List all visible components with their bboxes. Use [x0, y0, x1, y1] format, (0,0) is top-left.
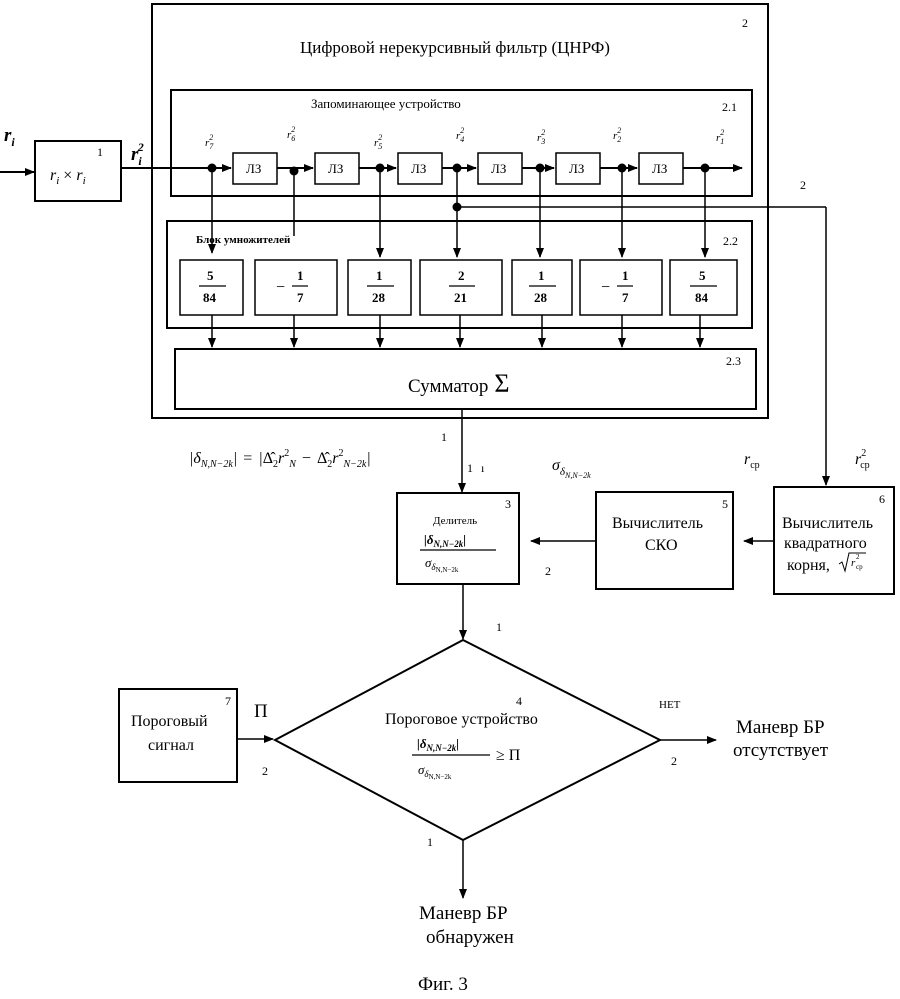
sigma-label: σδN,N−2k [552, 457, 591, 480]
multiplier-unit-number: 2.2 [723, 234, 738, 248]
rcp2-wire-number: 2 [800, 178, 806, 192]
svg-text:5: 5 [699, 268, 706, 283]
threshold-device-number: 4 [516, 694, 522, 708]
coef-box-6 [580, 260, 662, 315]
svg-text:7: 7 [297, 290, 304, 305]
divider-output-number: 1 [496, 620, 502, 634]
svg-text:1: 1 [376, 268, 383, 283]
svg-text:2: 2 [856, 553, 860, 561]
multiplier-output-wires [212, 315, 700, 347]
tap-labels: r72 r62 r52 r42 r32 r22 r12 [205, 125, 724, 151]
squarer-formula: ri×ri [50, 167, 86, 187]
squarer-block-number: 1 [97, 145, 103, 159]
tap-label-r5: r52 [374, 133, 382, 151]
rcp2-label: r2ср [855, 448, 870, 471]
sqrt-line2: квадратного [784, 535, 867, 552]
tap-label-r6: r62 [287, 125, 295, 143]
delay-line-4-label: ЛЗ [491, 161, 506, 176]
threshold-device-denominator: σδN,N−2k [418, 762, 452, 781]
svg-text:28: 28 [534, 290, 548, 305]
tap-junctions [208, 164, 710, 212]
svg-text:−: − [276, 279, 285, 296]
yes-branch-number: 1 [427, 835, 433, 849]
svg-text:84: 84 [203, 290, 217, 305]
divider-numerator: |δN,N−2k| [424, 532, 466, 549]
no-maneuver-line2: отсутствует [733, 740, 829, 761]
delta-formula: |δN,N−2k|=|Δ̂2r2N−Δ̂2r2N−2k| [189, 448, 371, 470]
sko-number: 5 [722, 497, 728, 511]
svg-text:1: 1 [538, 268, 545, 283]
delay-line-2-label: ЛЗ [328, 161, 343, 176]
tap-label-r2: r22 [613, 126, 621, 144]
svg-text:5: 5 [207, 268, 214, 283]
svg-text:ср: ср [856, 563, 863, 571]
multiplier-unit-title: Блок умножителей [196, 234, 291, 246]
threshold-signal-line1: Пороговый [131, 713, 208, 730]
sko-line1: Вычислитель [612, 515, 703, 532]
coefficient-boxes: 5 84 − 1 7 1 28 2 21 1 28 − 1 7 5 84 [180, 260, 737, 315]
delay-line-6-label: ЛЗ [652, 161, 667, 176]
tap-label-r4: r42 [456, 126, 464, 144]
tap-label-r1: r12 [716, 128, 724, 146]
no-branch-number: 2 [671, 754, 677, 768]
tap-label-r7: r72 [205, 133, 214, 151]
threshold-signal-line2: сигнал [148, 737, 194, 754]
delay-line-3-label: ЛЗ [411, 161, 426, 176]
threshold-device-numerator: |δN,N−2k| [417, 736, 459, 753]
input-ri-label: ri [4, 125, 15, 149]
maneuver-detected-line1: Маневр БР [419, 903, 508, 924]
digital-filter-number: 2 [742, 16, 748, 30]
svg-text:84: 84 [695, 290, 709, 305]
delay-line-5-label: ЛЗ [569, 161, 584, 176]
svg-text:1: 1 [622, 268, 629, 283]
threshold-device-diamond [275, 640, 660, 840]
divider-number: 3 [505, 497, 511, 511]
sqrt-symbol: r 2 ср [839, 553, 866, 571]
svg-text:−: − [601, 279, 610, 296]
svg-text:|δN,N−2k|=|Δ̂2r2N−Δ̂2r2N−2k|: |δN,N−2k|=|Δ̂2r2N−Δ̂2r2N−2k| [189, 448, 371, 470]
rcp-label: rср [744, 451, 760, 471]
threshold-signal-input-number: 2 [262, 764, 268, 778]
sqrt-line3: корня, [787, 557, 830, 574]
svg-text:28: 28 [372, 290, 386, 305]
svg-text:7: 7 [622, 290, 629, 305]
threshold-signal-pi: П [254, 701, 268, 722]
digital-filter-box [152, 4, 768, 418]
sko-line2: СКО [645, 537, 678, 554]
maneuver-detected-line2: обнаружен [426, 927, 514, 948]
threshold-signal-number: 7 [225, 694, 231, 708]
no-branch-label: НЕТ [659, 699, 681, 711]
sqrt-line1: Вычислитель [782, 515, 873, 532]
adder-output-tick: ı [481, 461, 485, 475]
divider-denominator: σδN,N−2k [425, 555, 459, 574]
tap-label-r3: r32 [537, 128, 545, 146]
adder-number: 2.3 [726, 354, 741, 368]
svg-text:2: 2 [458, 268, 465, 283]
figure-caption: Фиг. 3 [418, 974, 468, 995]
divider-input-number: 2 [545, 564, 551, 578]
digital-filter-title: Цифровой нерекурсивный фильтр (ЦНРФ) [300, 38, 610, 57]
sqrt-number: 6 [879, 492, 885, 506]
ri-squared-label: ri2 [131, 140, 144, 168]
coef-box-2 [255, 260, 337, 315]
divider-title: Делитель [433, 515, 477, 527]
threshold-device-ge: ≥ П [496, 747, 521, 764]
adder-output-number-a: 1 [441, 430, 447, 444]
memory-unit-title: Запоминающее устройство [311, 96, 461, 111]
threshold-signal-box [119, 689, 237, 782]
adder-output-number-b: 1 [467, 461, 473, 475]
svg-text:21: 21 [454, 290, 467, 305]
memory-unit-number: 2.1 [722, 100, 737, 114]
delay-line-1-label: ЛЗ [246, 161, 261, 176]
no-maneuver-line1: Маневр БР [736, 717, 825, 738]
svg-text:1: 1 [297, 268, 304, 283]
threshold-device-title: Пороговое устройство [385, 711, 538, 728]
adder-label: СумматорΣ [408, 369, 510, 398]
